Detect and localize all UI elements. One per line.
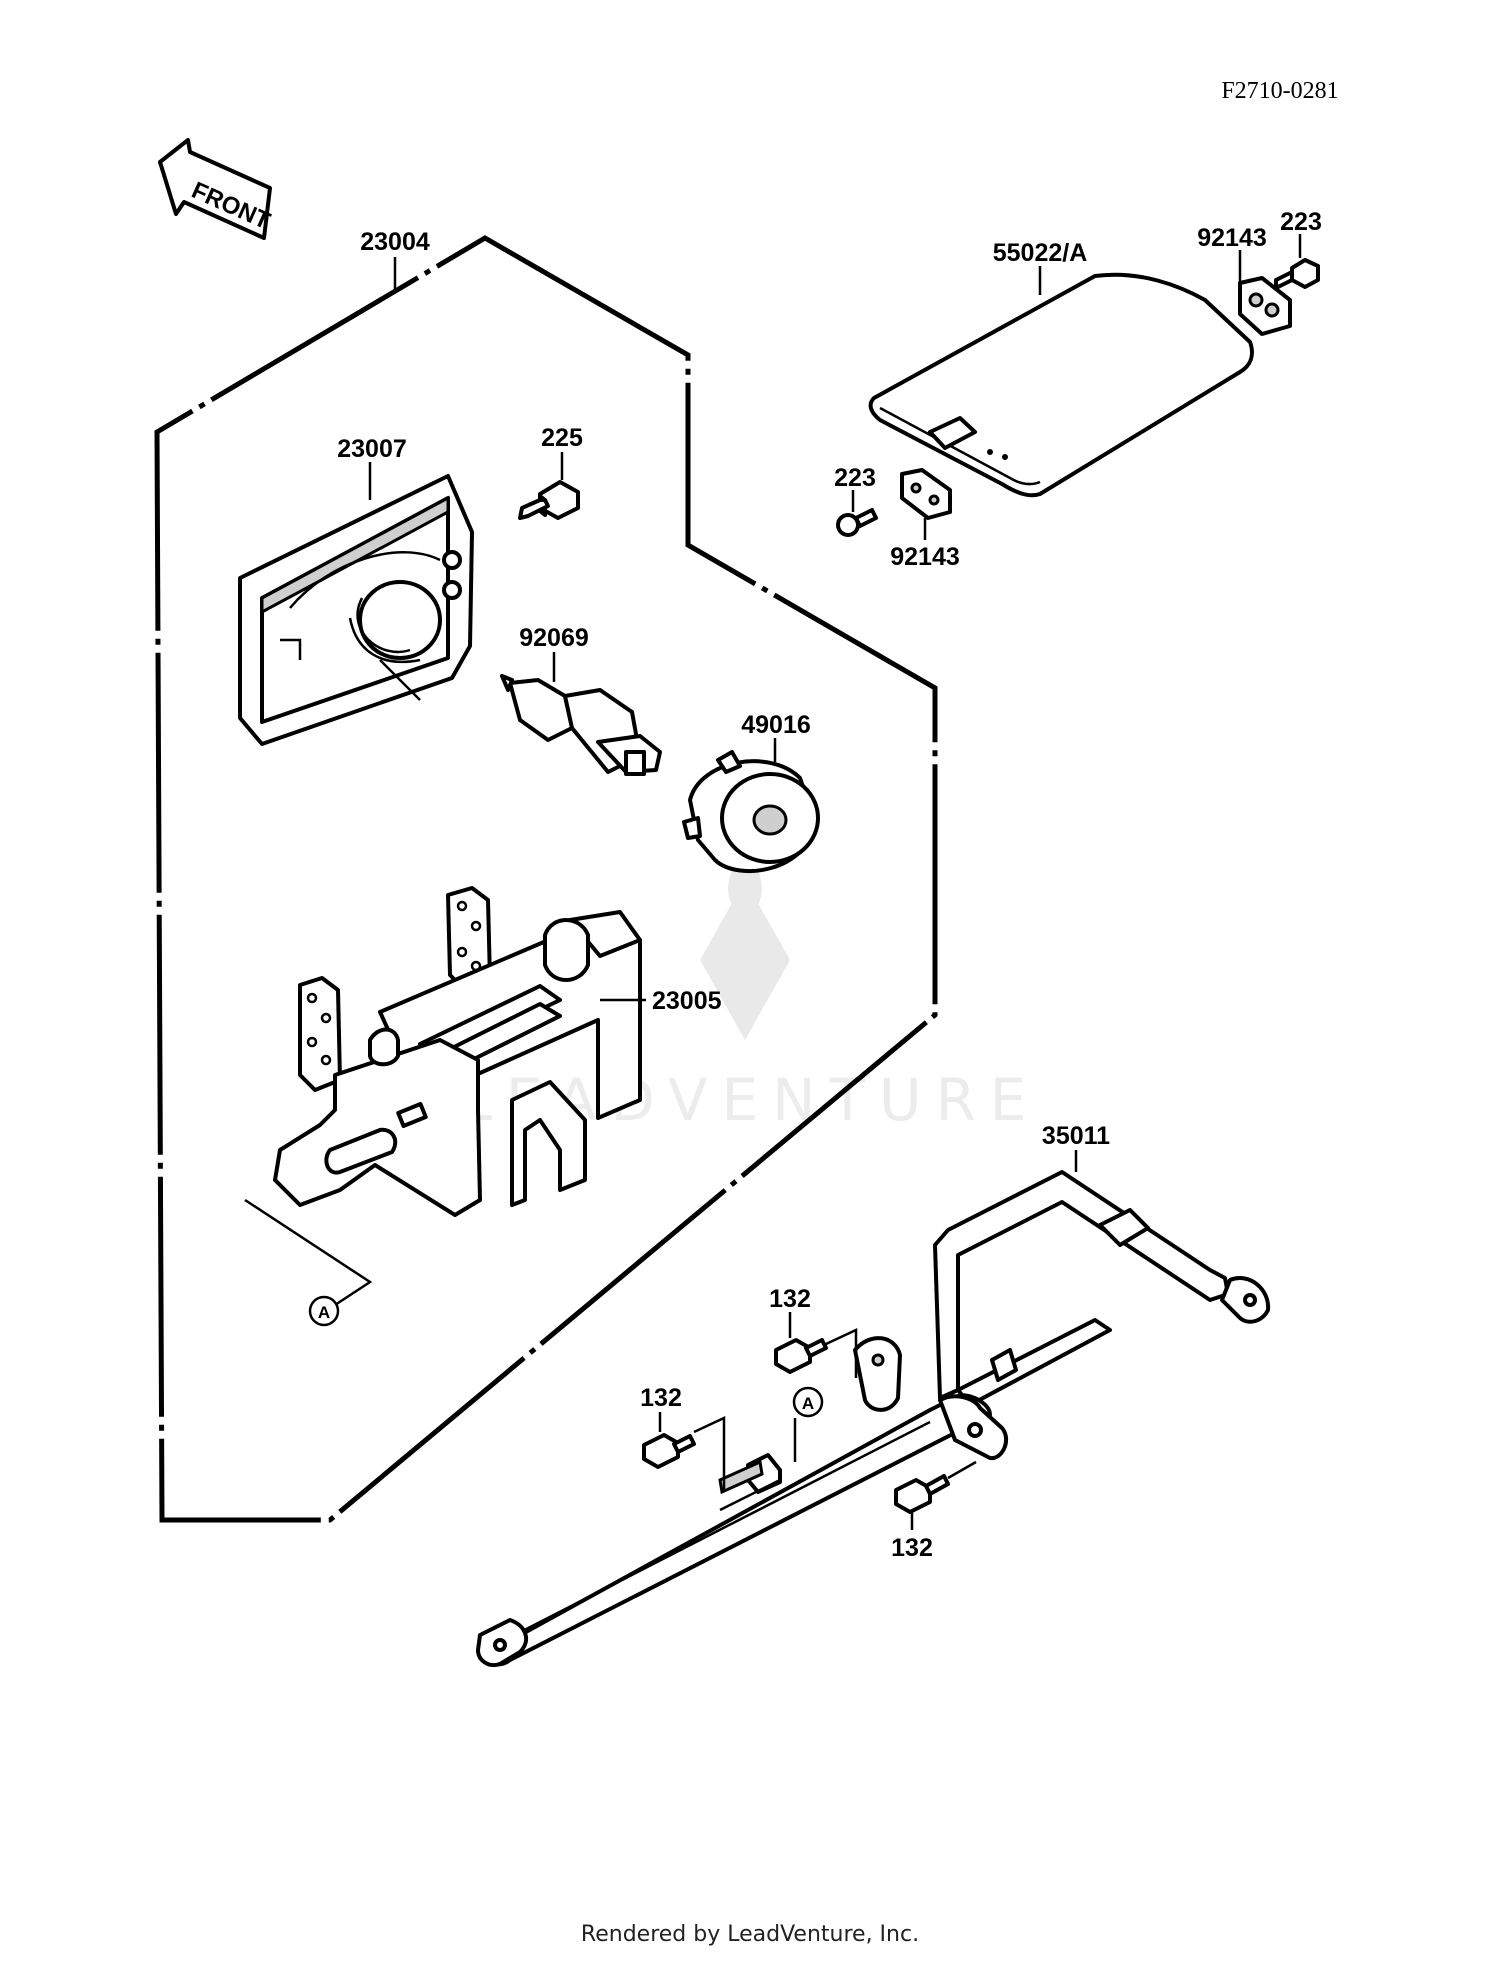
bracket-23005 [273, 886, 642, 1217]
footer-credit: Rendered by LeadVenture, Inc. [580, 1922, 920, 1947]
part-label-92143-top: 92143 [1197, 224, 1267, 252]
bulb-92069 [500, 674, 662, 776]
leader-132-b-to-frame [693, 1416, 726, 1490]
part-label-132-a: 132 [769, 1285, 811, 1313]
front-arrow-icon: FRONT [158, 138, 274, 240]
part-label-92069: 92069 [519, 624, 589, 652]
plate-92143-mid [900, 468, 952, 520]
leader-132-c-to-frame [947, 1460, 977, 1480]
figure-reference: F2710-0281 [1221, 78, 1338, 104]
screw-223-mid [836, 508, 878, 537]
plate-92143-top [1238, 276, 1292, 336]
part-label-55022a: 55022/A [993, 239, 1088, 267]
part-label-223-mid: 223 [834, 464, 876, 492]
reference-marker-a2 [792, 1386, 824, 1418]
part-label-35011: 35011 [1042, 1122, 1110, 1150]
part-label-92143-mid: 92143 [890, 543, 960, 571]
part-label-225: 225 [541, 424, 583, 452]
screw-132-c [894, 1474, 950, 1514]
part-label-23004: 23004 [360, 228, 430, 256]
reference-marker-a2-label: A [802, 1394, 814, 1413]
screw-225 [518, 480, 580, 520]
part-label-49016: 49016 [741, 711, 811, 739]
screw-132-a [774, 1338, 828, 1374]
leader-marker-a1 [244, 1198, 373, 1307]
cover-55022a [868, 272, 1254, 498]
part-label-223-top: 223 [1280, 208, 1322, 236]
part-label-23005: 23005 [652, 987, 722, 1015]
bar-frame-35011 [476, 1170, 1271, 1667]
socket-cover-49016 [682, 750, 820, 873]
part-label-132-c: 132 [891, 1534, 933, 1562]
part-label-23007: 23007 [337, 435, 407, 463]
assembly-outline-23004 [154, 235, 938, 1523]
reference-marker-a1-label: A [318, 1303, 330, 1322]
headlight-housing-23007 [238, 474, 474, 746]
reference-marker-a1 [308, 1295, 340, 1327]
screw-132-b [642, 1433, 696, 1469]
part-label-132-b: 132 [640, 1384, 682, 1412]
screw-223-top [1274, 258, 1320, 290]
leader-132-a-to-frame [825, 1328, 858, 1378]
